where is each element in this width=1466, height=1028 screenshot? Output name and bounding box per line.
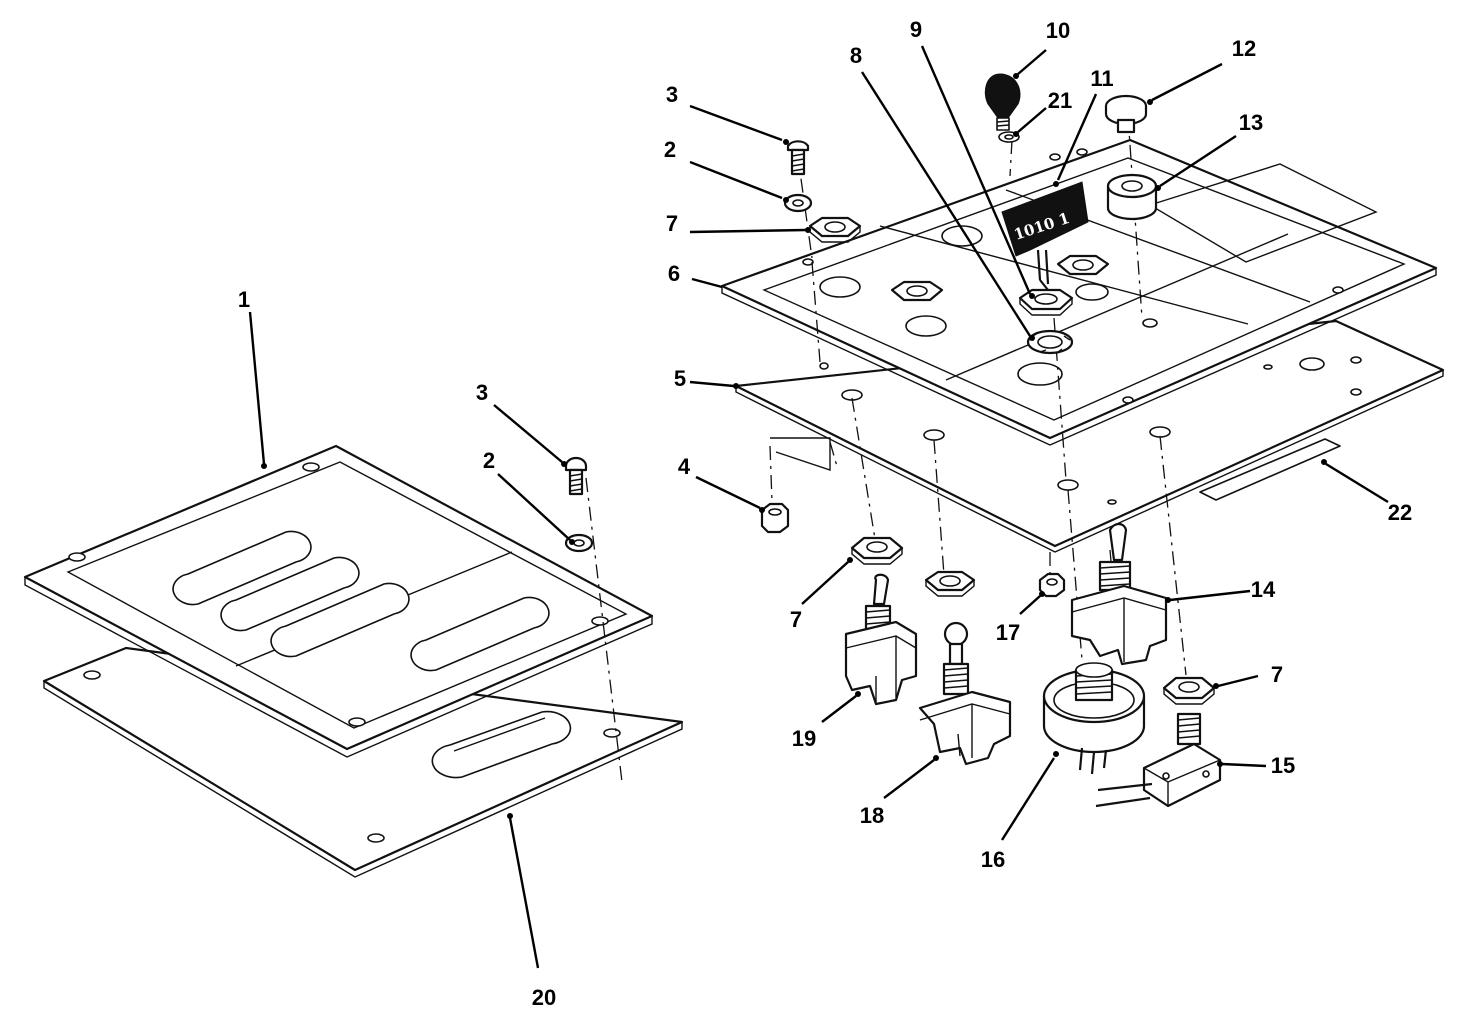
callout-20: 20 bbox=[532, 985, 556, 1010]
toggle-switch-18 bbox=[918, 621, 1012, 766]
callout-21: 21 bbox=[1048, 88, 1072, 113]
nut-4 bbox=[760, 502, 790, 534]
callout-3: 3 bbox=[666, 82, 678, 107]
knob-12 bbox=[1104, 94, 1148, 134]
toggle-switch-19 bbox=[844, 573, 918, 706]
callout-labels: 1 2 3 20 3 2 7 6 5 4 8 9 10 21 11 12 13 … bbox=[238, 17, 1412, 1010]
assembly-lines bbox=[769, 115, 1187, 676]
callout-22: 22 bbox=[1388, 500, 1412, 525]
hex-nut-panel-right bbox=[1056, 254, 1110, 276]
callout-8: 8 bbox=[850, 43, 862, 68]
leader-lines bbox=[248, 45, 1389, 969]
toggle-switch-14 bbox=[1070, 522, 1168, 666]
callout-7: 7 bbox=[790, 607, 802, 632]
callout-14: 14 bbox=[1251, 577, 1276, 602]
bulb-10 bbox=[984, 73, 1021, 131]
screw-3-right bbox=[786, 140, 810, 176]
lock-washer-8 bbox=[1026, 329, 1074, 355]
hex-nut-7-right bbox=[1162, 676, 1216, 705]
callout-15: 15 bbox=[1271, 753, 1295, 778]
callout-7: 7 bbox=[666, 211, 678, 236]
top-cover-plate-1 bbox=[23, 444, 654, 758]
hex-nut-panel-left bbox=[890, 280, 944, 302]
callout-17: 17 bbox=[996, 620, 1020, 645]
bushing-13 bbox=[1106, 173, 1158, 221]
callout-5: 5 bbox=[674, 366, 686, 391]
decal-22 bbox=[1199, 438, 1341, 501]
callout-9: 9 bbox=[910, 17, 922, 42]
hex-nut-7-top bbox=[808, 216, 862, 243]
hex-nut-9 bbox=[1018, 288, 1074, 316]
washer-2-right bbox=[783, 193, 813, 213]
callout-18: 18 bbox=[860, 803, 884, 828]
bottom-plate-20 bbox=[42, 646, 684, 878]
callout-1: 1 bbox=[238, 287, 250, 312]
micro-switch-15 bbox=[1095, 712, 1222, 808]
callout-2: 2 bbox=[664, 137, 676, 162]
screw-3-left bbox=[564, 456, 623, 783]
callout-3: 3 bbox=[476, 380, 488, 405]
callout-13: 13 bbox=[1239, 110, 1263, 135]
callout-7: 7 bbox=[1271, 662, 1283, 687]
callout-12: 12 bbox=[1232, 36, 1256, 61]
hex-nut-18-top bbox=[924, 570, 976, 597]
hex-nut-7-left bbox=[850, 536, 904, 565]
panel-plate-6 bbox=[720, 138, 1438, 446]
callout-2: 2 bbox=[483, 448, 495, 473]
key-11: 1010 1 bbox=[1001, 181, 1089, 291]
callout-10: 10 bbox=[1046, 18, 1070, 43]
rotary-switch-16 bbox=[1042, 662, 1146, 775]
callout-16: 16 bbox=[981, 847, 1005, 872]
callout-4: 4 bbox=[678, 454, 691, 479]
callout-19: 19 bbox=[792, 726, 816, 751]
callout-11: 11 bbox=[1090, 66, 1113, 91]
callout-6: 6 bbox=[668, 261, 680, 286]
nut-17 bbox=[1038, 572, 1066, 598]
